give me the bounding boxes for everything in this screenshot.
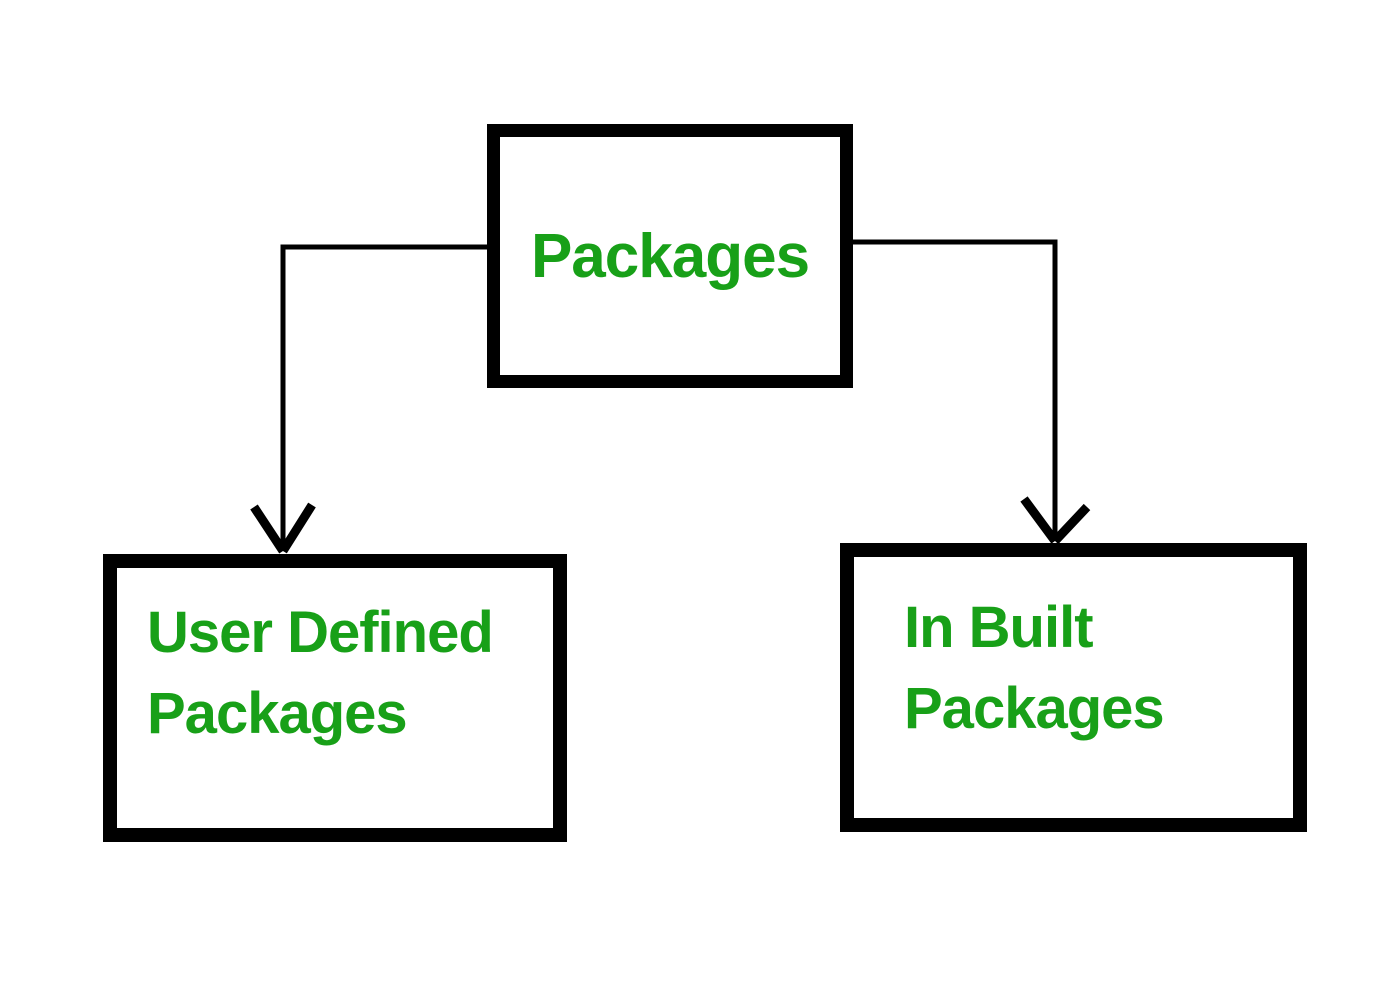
- connector-left: [250, 244, 495, 554]
- node-user-defined-packages: User Defined Packages: [103, 554, 567, 842]
- node-packages-label: Packages: [530, 221, 810, 291]
- connector-left-line: [280, 244, 495, 551]
- connector-right-line: [848, 239, 1058, 540]
- node-in-built-packages: In Built Packages: [840, 543, 1307, 832]
- connector-right-arrowhead-icon: [1020, 496, 1091, 545]
- node-user-defined-packages-line2: Packages: [147, 681, 408, 747]
- node-user-defined-packages-line1: User Defined: [147, 600, 494, 665]
- connector-right: [848, 239, 1091, 545]
- node-in-built-packages-line1: In Built: [904, 595, 1094, 660]
- node-in-built-packages-line2: Packages: [904, 676, 1165, 742]
- connector-left-arrowhead-icon: [250, 502, 316, 554]
- node-packages: Packages: [487, 124, 853, 388]
